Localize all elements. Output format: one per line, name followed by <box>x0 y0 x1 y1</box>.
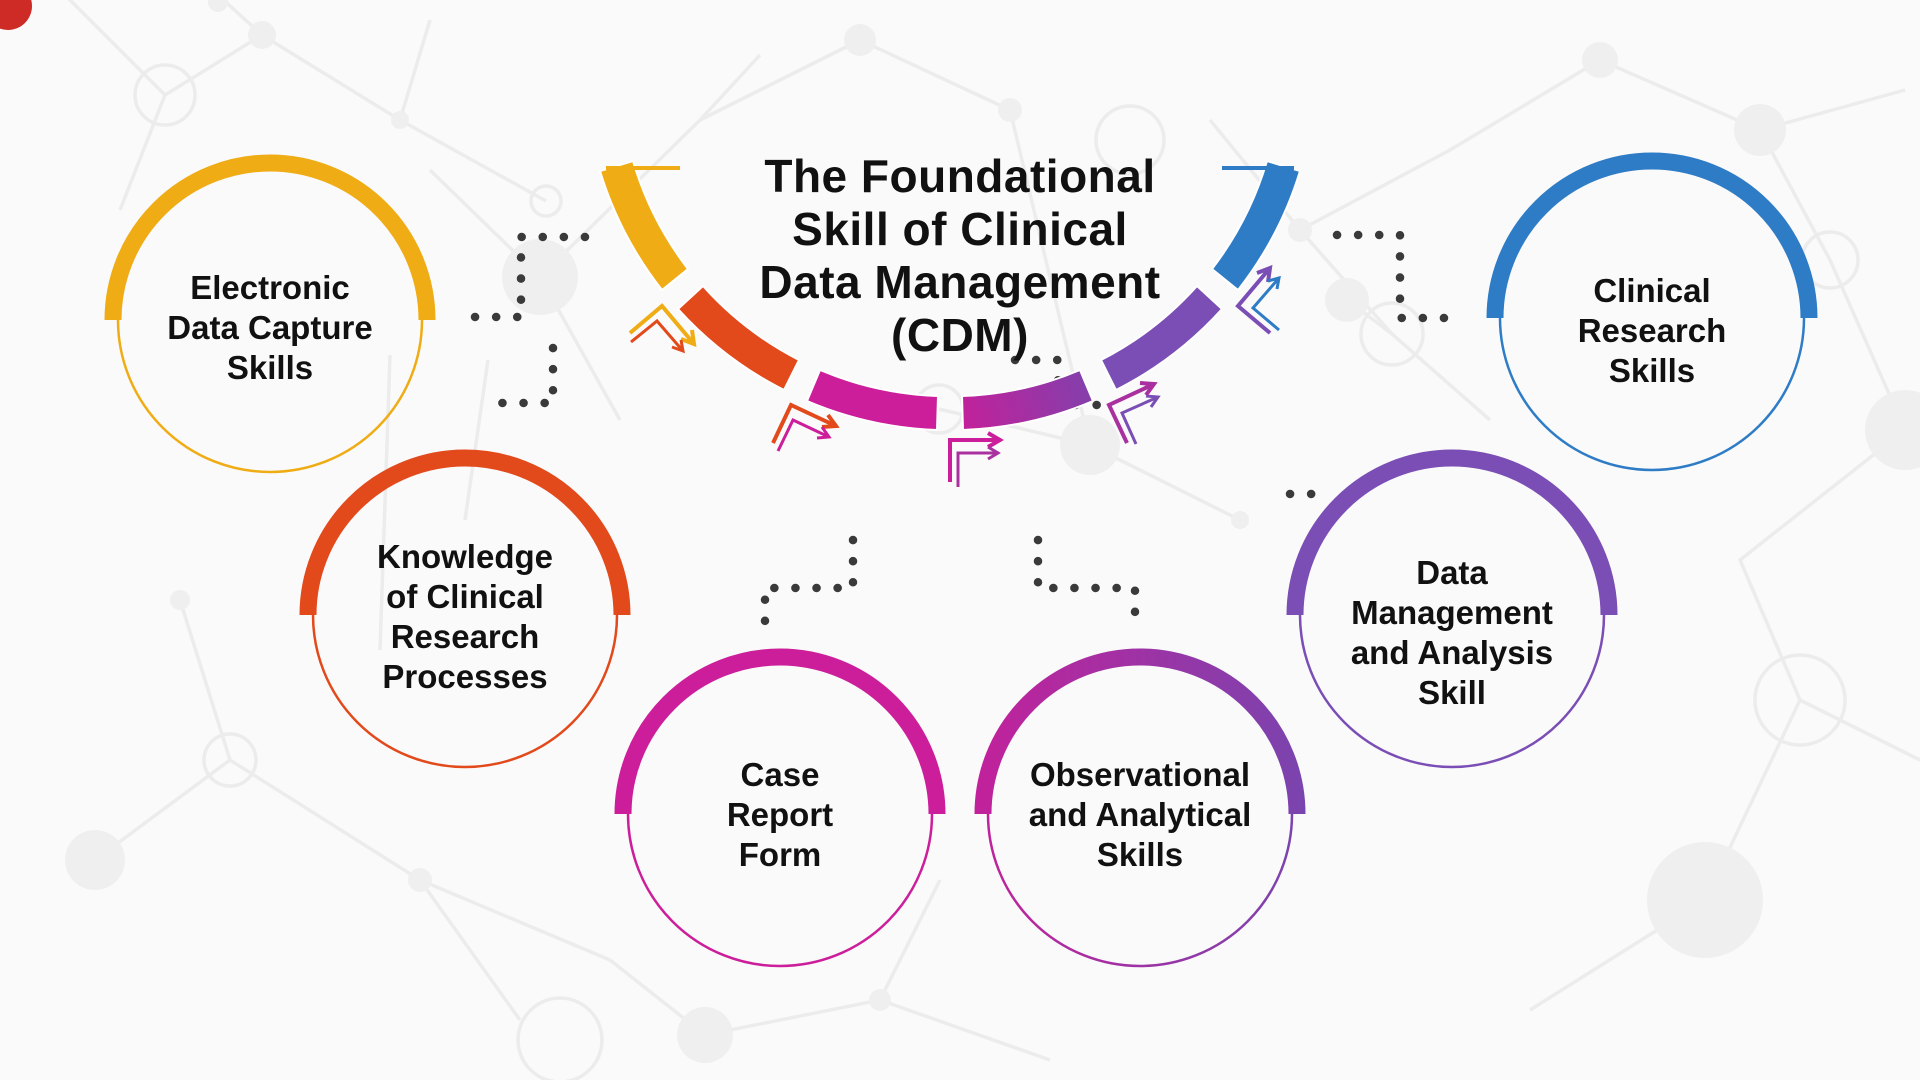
node-label-line: Skill <box>1418 674 1486 711</box>
node-label-knowledge-clinical-research: Knowledge of Clinical Research Processes <box>295 537 635 697</box>
node-label-line: Skills <box>1096 836 1184 873</box>
circle-case-report-form <box>614 648 946 968</box>
title-line: (CDM) <box>891 309 1029 361</box>
node-label-case-report-form: Case Report Form <box>610 755 950 875</box>
arc-segment-magenta <box>806 369 939 431</box>
arrow-yellow-to-orange <box>628 303 697 354</box>
flow-arrows <box>628 264 1281 487</box>
node-label-clinical-research-skills: Clinical Research Skills <box>1482 271 1822 391</box>
node-label-line: of Clinical <box>386 578 544 615</box>
arrow-orange-to-magenta <box>771 402 840 452</box>
circle-knowledge-clinical-research <box>299 449 631 769</box>
circle-observational-analytical <box>974 648 1306 968</box>
node-label-line: Research <box>390 618 540 655</box>
arc-segment-blue <box>1211 160 1301 291</box>
circle-electronic-data-capture <box>104 154 436 474</box>
node-label-line: Data Capture <box>167 309 373 346</box>
arc-segment-yellow <box>599 160 689 291</box>
node-label-line: Knowledge <box>376 538 553 575</box>
node-label-line: Data <box>1416 554 1488 591</box>
node-label-line: Case <box>740 756 820 793</box>
connector-observational-analytical <box>1033 535 1140 635</box>
title-line: The Foundational <box>764 150 1156 202</box>
node-label-line: Observational <box>1029 756 1251 793</box>
node-label-electronic-data-capture: Electronic Data Capture Skills <box>100 268 440 388</box>
node-circles <box>104 152 1818 968</box>
background-network-pattern <box>67 0 1920 1080</box>
circle-data-management-analysis <box>1286 449 1618 769</box>
arrow-purple-to-blue <box>1235 264 1281 335</box>
node-label-line: Processes <box>382 658 548 695</box>
node-label-line: Management <box>1351 594 1553 631</box>
node-label-line: Skills <box>1608 352 1696 389</box>
node-label-line: and Analytical <box>1028 796 1252 833</box>
node-label-line: Report <box>726 796 834 833</box>
node-label-observational-analytical: Observational and Analytical Skills <box>970 755 1310 875</box>
connector-case-report-form <box>760 535 858 635</box>
connector-knowledge-clinical-research <box>485 343 558 408</box>
connector-clinical-research-skills <box>1332 230 1468 323</box>
node-label-line: Clinical <box>1593 272 1711 309</box>
diagram-title: The Foundational Skill of Clinical Data … <box>688 150 1232 362</box>
node-label-line: Form <box>738 836 822 873</box>
node-label-data-management-analysis: Data Management and Analysis Skill <box>1282 553 1622 713</box>
node-label-line: and Analysis <box>1350 634 1554 671</box>
circle-clinical-research-skills <box>1486 152 1818 472</box>
central-arc <box>599 160 1301 431</box>
title-line: Skill of Clinical <box>792 203 1128 255</box>
node-label-line: Electronic <box>190 269 350 306</box>
connector-electronic-data-capture <box>451 232 590 322</box>
title-line: Data Management <box>759 256 1161 308</box>
arc-segment-purple <box>1100 285 1223 391</box>
arrow-gradient-to-purple <box>1106 381 1161 445</box>
node-label-line: Research <box>1577 312 1727 349</box>
node-label-line: Skills <box>226 349 314 386</box>
arrow-magenta-to-gradient <box>948 431 1004 487</box>
arc-segment-gradient <box>961 369 1094 431</box>
arc-segment-orange <box>677 285 800 391</box>
corner-red-dot <box>0 0 32 30</box>
